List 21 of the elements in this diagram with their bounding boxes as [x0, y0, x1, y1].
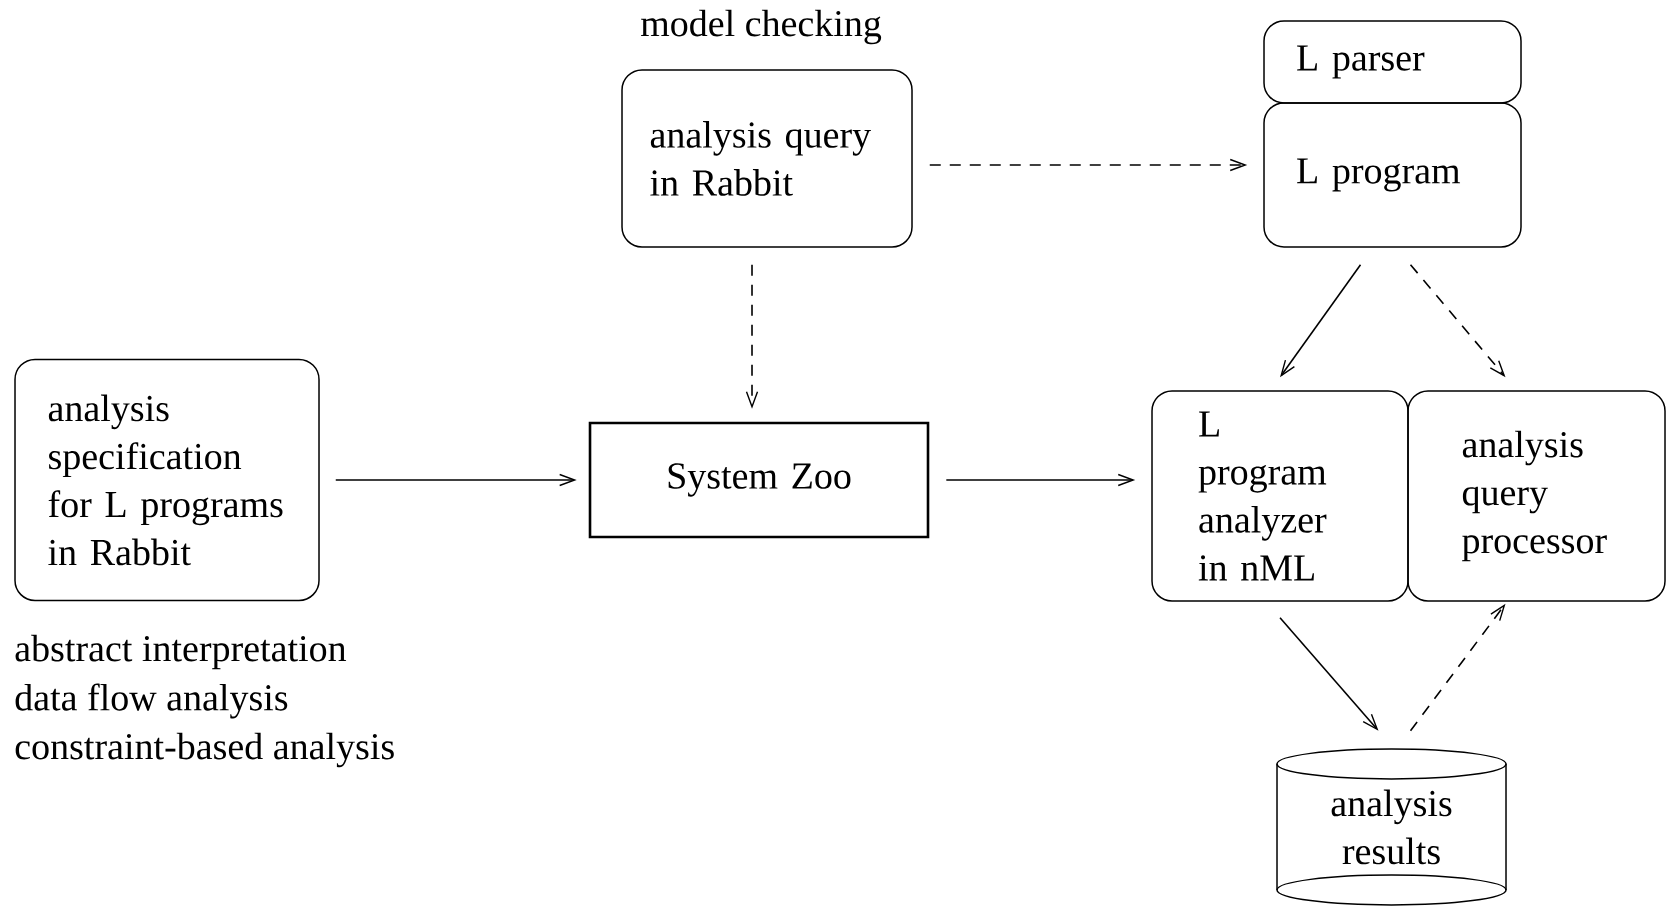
arrow: [1409, 603, 1506, 732]
process-box: L parser: [1263, 20, 1522, 104]
annotation-text: data flow analysis: [15, 683, 288, 719]
arrow: [1279, 616, 1379, 731]
process-box: analysis specification for L programs in Rabbit: [14, 358, 320, 602]
node-label: analysis results: [1331, 789, 1452, 865]
annotation-text: constraint-based analysis: [15, 732, 394, 768]
process-box: analysis query in Rabbit: [621, 69, 913, 248]
database-cylinder: analysis results: [1276, 748, 1507, 906]
process-box: L program: [1263, 102, 1522, 248]
arrow: [928, 158, 1248, 172]
arrow: [334, 473, 577, 487]
arrow: [745, 263, 759, 409]
process-box: L program analyzer in nML: [1151, 390, 1409, 602]
arrow: [945, 473, 1136, 487]
arrow: [1409, 263, 1506, 378]
process-box: analysis query processor: [1407, 390, 1666, 602]
annotation-text: abstract interpretation: [15, 634, 347, 670]
arrow: [1280, 263, 1362, 378]
process-box: System Zoo: [588, 421, 930, 539]
annotation-text: model checking: [641, 9, 882, 45]
